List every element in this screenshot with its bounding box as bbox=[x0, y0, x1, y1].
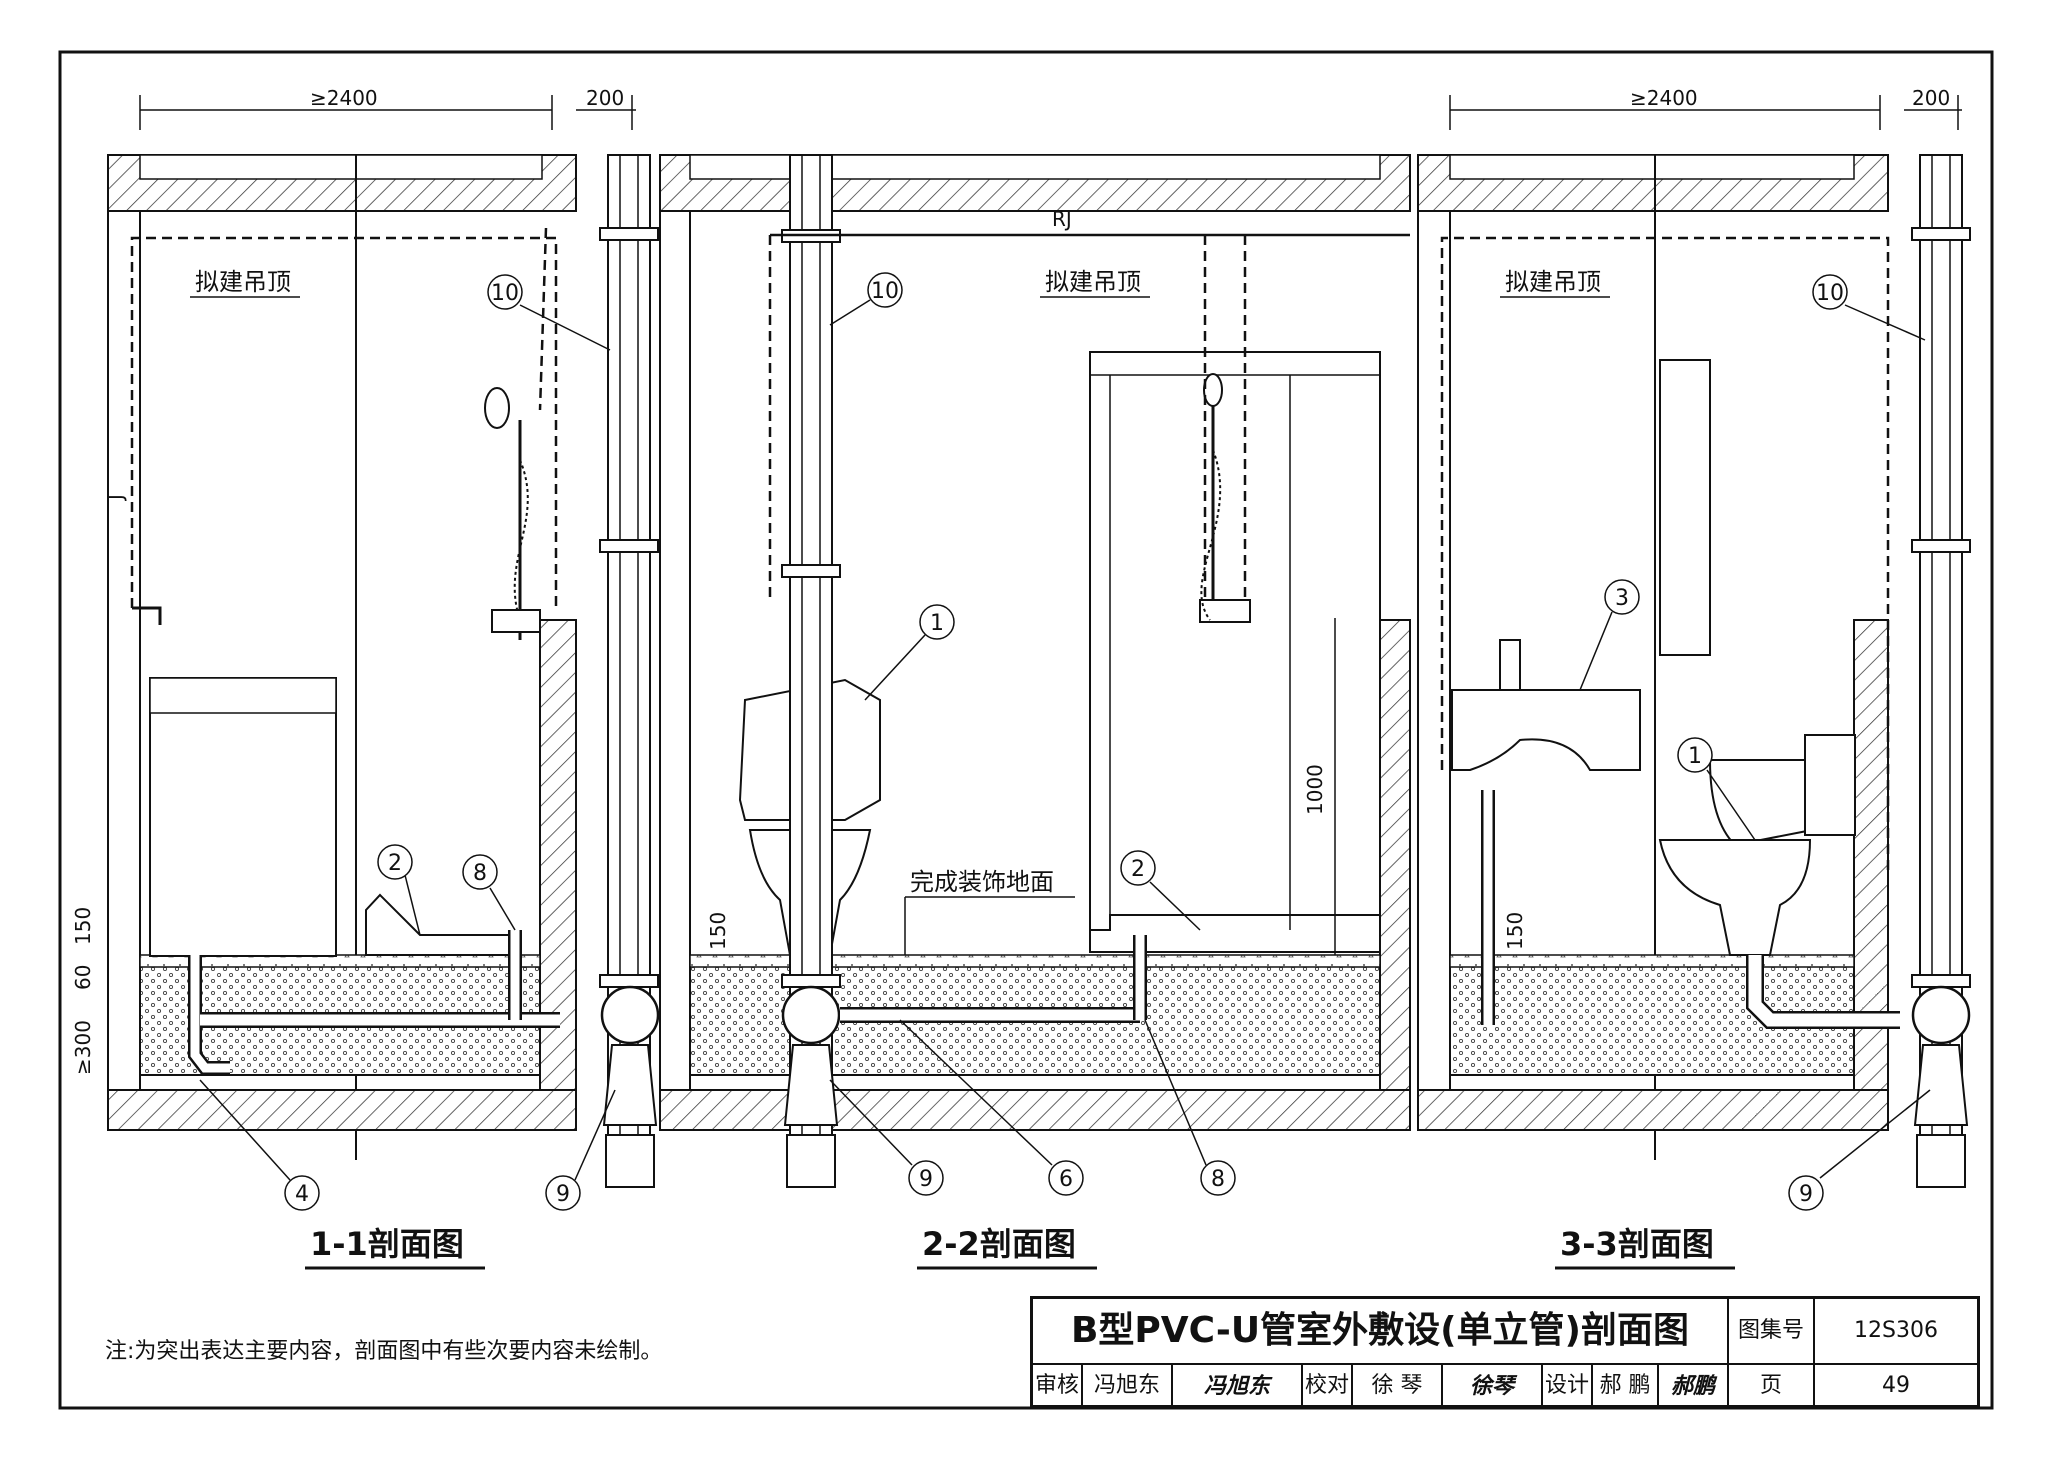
reviewer-signature: 冯旭东 bbox=[1173, 1365, 1303, 1408]
svg-text:10: 10 bbox=[491, 281, 519, 306]
callout-10-s2: 10 bbox=[829, 272, 903, 326]
callout-10-s3: 10 bbox=[1812, 274, 1926, 341]
callout-9-s3: 9 bbox=[1788, 1089, 1931, 1211]
svg-text:8: 8 bbox=[473, 861, 487, 886]
title-block: B型PVC-U管室外敷设(单立管)剖面图 图集号 12S306 审核 冯旭东 冯… bbox=[1030, 1296, 1980, 1408]
stack-fitting bbox=[781, 985, 841, 1045]
checker-signature: 徐琴 bbox=[1443, 1365, 1543, 1408]
callout-1-s3: 1 bbox=[1677, 737, 1756, 841]
design-label: 设计 bbox=[1543, 1365, 1593, 1408]
dim-height-150-a: 150 bbox=[71, 907, 95, 945]
atlas-number-label: 图集号 bbox=[1729, 1299, 1815, 1365]
pipe-label-j-1: J bbox=[103, 494, 127, 502]
caption-2-2: 2-2剖面图 bbox=[922, 1225, 1076, 1263]
label-ceiling-2: 拟建吊顶 bbox=[1045, 268, 1141, 296]
shower-mixer bbox=[491, 609, 541, 633]
svg-text:9: 9 bbox=[556, 1182, 570, 1207]
callout-9-s1: 9 bbox=[545, 1089, 616, 1211]
svg-text:9: 9 bbox=[919, 1167, 933, 1192]
dim-depth-60: 60 bbox=[71, 965, 95, 990]
callout-6-s2: 6 bbox=[899, 1019, 1084, 1196]
checker-name: 徐 琴 bbox=[1353, 1365, 1443, 1408]
floor-slab bbox=[659, 1089, 1411, 1131]
left-wall bbox=[659, 210, 691, 1092]
svg-text:4: 4 bbox=[295, 1182, 309, 1207]
pipe-label-rj: RJ bbox=[1052, 207, 1072, 231]
shower-head bbox=[1203, 373, 1223, 407]
dim-width: ≥2400 bbox=[310, 86, 378, 110]
dim-height-150-c: 150 bbox=[1503, 912, 1527, 950]
finish-layer bbox=[139, 954, 541, 968]
svg-text:2: 2 bbox=[1131, 857, 1145, 882]
caption-3-3: 3-3剖面图 bbox=[1560, 1225, 1714, 1263]
callout-4-s1: 4 bbox=[199, 1079, 320, 1211]
drawing-title: B型PVC-U管室外敷设(单立管)剖面图 bbox=[1033, 1299, 1729, 1365]
check-label: 校对 bbox=[1303, 1365, 1353, 1408]
shower-tray bbox=[365, 893, 521, 956]
atlas-number: 12S306 bbox=[1815, 1299, 1977, 1365]
section-2-2: 1000 150 拟建吊顶 完成装饰地面 RJ 10 1 2 9 bbox=[659, 154, 1411, 1270]
svg-text:6: 6 bbox=[1059, 1167, 1073, 1192]
finish-layer bbox=[689, 954, 1381, 968]
label-ceiling-3: 拟建吊顶 bbox=[1505, 268, 1601, 296]
callout-9-s2: 9 bbox=[829, 1079, 944, 1196]
sheet-border bbox=[58, 50, 1994, 1410]
left-wall bbox=[107, 210, 141, 1092]
dim-height-150-b: 150 bbox=[706, 912, 730, 950]
page-number: 49 bbox=[1882, 1373, 1910, 1398]
toilet-bowl bbox=[1658, 839, 1812, 956]
dim-width-3: ≥2400 bbox=[1630, 86, 1698, 110]
label-ceiling-1: 拟建吊顶 bbox=[195, 268, 291, 296]
callout-10-s1: 10 bbox=[487, 274, 611, 351]
dim-height-1000: 1000 bbox=[1303, 764, 1327, 815]
shower-mixer bbox=[1199, 599, 1251, 623]
finish-layer bbox=[1449, 954, 1855, 968]
stack-fitting bbox=[1911, 985, 1971, 1045]
svg-text:1: 1 bbox=[1688, 744, 1702, 769]
ceiling-opening bbox=[139, 154, 543, 180]
dim-wall-3: 200 bbox=[1912, 86, 1950, 110]
floor-slab bbox=[107, 1089, 577, 1131]
washer-tap bbox=[132, 606, 162, 625]
svg-text:10: 10 bbox=[871, 279, 899, 304]
svg-text:9: 9 bbox=[1799, 1182, 1813, 1207]
dim-wall: 200 bbox=[586, 86, 624, 110]
page-label: 页 bbox=[1729, 1365, 1815, 1408]
designer-signature: 郝鹏 bbox=[1659, 1365, 1729, 1408]
cold-water-pipe bbox=[130, 236, 558, 608]
toilet-tank bbox=[1708, 759, 1814, 847]
mirror bbox=[1659, 359, 1711, 656]
basin-tap bbox=[1499, 639, 1521, 691]
callout-3-s3: 3 bbox=[1579, 579, 1640, 691]
washing-machine bbox=[149, 677, 337, 957]
reviewer-name: 冯旭东 bbox=[1083, 1365, 1173, 1408]
right-wall bbox=[1379, 619, 1411, 1091]
shower-head bbox=[484, 387, 510, 429]
drawing-note: 注:为突出表达主要内容，剖面图中有些次要内容未绘制。 bbox=[105, 1339, 663, 1364]
svg-text:10: 10 bbox=[1816, 281, 1844, 306]
review-label: 审核 bbox=[1033, 1365, 1083, 1408]
stack-fitting bbox=[600, 985, 660, 1045]
section-1-1: ≥2400 200 ≥300 60 150 拟建吊顶 J 10 2 8 bbox=[71, 86, 660, 1270]
section-3-3: ≥2400 200 150 拟建吊顶 10 3 1 9 3-3剖面图 bbox=[1417, 86, 1971, 1270]
label-finished-floor: 完成装饰地面 bbox=[910, 868, 1054, 896]
caption-1-1: 1-1剖面图 bbox=[310, 1225, 464, 1263]
callout-1-s2: 1 bbox=[864, 604, 955, 701]
svg-text:1: 1 bbox=[930, 611, 944, 636]
left-wall bbox=[1417, 210, 1451, 1092]
svg-text:8: 8 bbox=[1211, 1167, 1225, 1192]
designer-name: 郝 鹏 bbox=[1593, 1365, 1659, 1408]
callout-8-s2: 8 bbox=[1144, 1019, 1236, 1196]
floor-slab bbox=[1417, 1089, 1889, 1131]
svg-text:2: 2 bbox=[388, 851, 402, 876]
callout-2-s2: 2 bbox=[1120, 850, 1201, 931]
wash-basin bbox=[1451, 689, 1641, 771]
svg-text:3: 3 bbox=[1615, 586, 1629, 611]
dim-depth-300: ≥300 bbox=[71, 1020, 95, 1075]
callout-8-s1: 8 bbox=[462, 854, 516, 931]
callout-2-s1: 2 bbox=[377, 844, 421, 936]
